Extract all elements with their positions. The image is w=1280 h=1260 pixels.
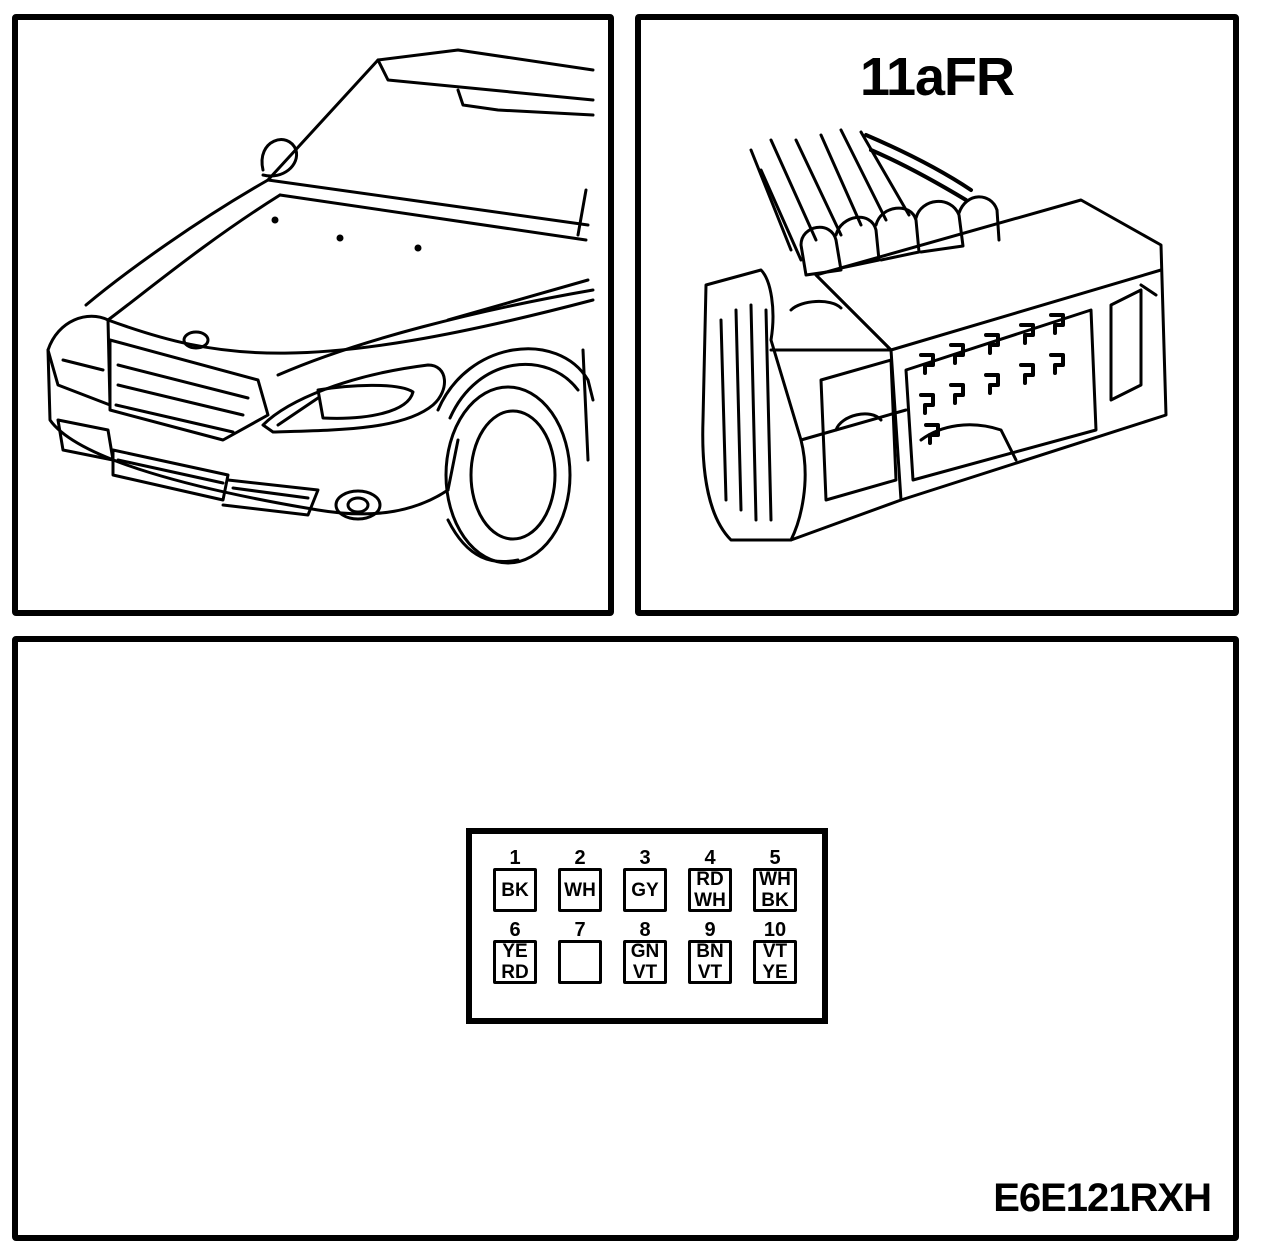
pin-wire-color-box [558,940,602,984]
wire-color-code: YE [502,941,528,962]
pin-wire-color-box: WH [558,868,602,912]
pin-number: 10 [763,919,787,941]
wire-color-code: BK [501,879,529,901]
wire-color-code: GN [630,941,660,962]
wire-color-code: BK [761,890,789,911]
wire-color-code: VT [632,962,658,983]
pin-number: 7 [574,919,586,941]
wire-color-code: WH [564,879,596,901]
pin-wire-color-box: BK [493,868,537,912]
pin-number: 8 [639,919,651,941]
wire-color-code: YE [762,962,788,983]
wire-color-code: VT [697,962,723,983]
connector-illustration-panel: 11aFR [635,14,1239,616]
pin-7: 7 [555,920,605,984]
pin-number: 3 [639,847,651,869]
wire-color-code: RD [696,869,724,890]
connector-label: 11aFR [859,47,1015,107]
wire-color-code: RD [501,962,529,983]
wire-color-code: VT [762,941,788,962]
connector-illustration [701,128,1168,542]
pin-number: 4 [704,847,716,869]
pin-number: 2 [574,847,586,869]
pin-number: 5 [769,847,781,869]
vehicle-location-panel [12,14,614,616]
pin-number: 6 [509,919,521,941]
vehicle-front-illustration [46,48,595,565]
pin-number: 9 [704,919,716,941]
wire-color-code: WH [759,869,791,890]
pin-number: 1 [509,847,521,869]
wire-color-code: GY [631,879,659,901]
pin-wire-color-box: GY [623,868,667,912]
figure-code: E6E121RXH [993,1176,1212,1220]
wire-color-code: BN [696,941,724,962]
wire-color-code: WH [694,890,726,911]
